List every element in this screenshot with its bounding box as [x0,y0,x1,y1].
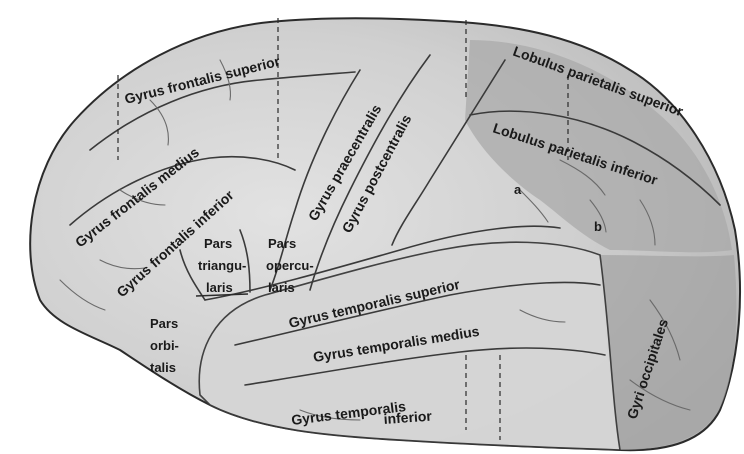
label-pars-opercularis-line2: opercu- [266,258,314,273]
label-pars-opercularis-line3: laris [268,280,295,295]
label-pars-orbitalis-line1: Pars [150,316,178,331]
occipital-shading [600,255,736,450]
label-pars-opercularis-line1: Pars [268,236,296,251]
label-pars-triangularis-line3: laris [206,280,233,295]
label-pars-orbitalis-line2: orbi- [150,338,179,353]
label-pars-triangularis-line2: triangu- [198,258,246,273]
label-pars-triangularis-line1: Pars [204,236,232,251]
label-pars-orbitalis-line3: talis [150,360,176,375]
marker-b: b [594,219,602,234]
marker-a: a [514,182,522,197]
label-gyrus-temporalis-inferior-line2: inferior [383,408,433,427]
